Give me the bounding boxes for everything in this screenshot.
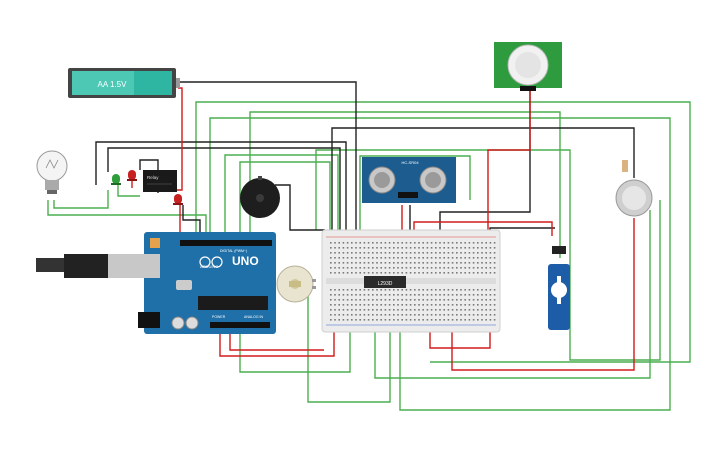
ultrasonic-sensor[interactable]: HC-SR04 — [362, 157, 456, 203]
wire-black[interactable] — [107, 147, 341, 230]
arduino-uno[interactable]: UNO ARDUINO DIGITAL (PWM~) POWER ANALOG … — [36, 232, 276, 334]
wire-red[interactable] — [413, 221, 553, 236]
led-green[interactable] — [111, 174, 121, 185]
wire-green[interactable] — [47, 200, 207, 232]
led-red-2[interactable] — [173, 194, 183, 205]
gas-sensor[interactable] — [615, 160, 653, 217]
wire-black[interactable] — [275, 184, 325, 231]
wire-red[interactable] — [229, 332, 324, 351]
wire-green[interactable] — [209, 117, 671, 411]
wire-red[interactable] — [429, 325, 491, 349]
breadboard-holes — [330, 242, 496, 321]
wire-green[interactable] — [315, 149, 661, 361]
light-bulb-icon[interactable] — [36, 150, 68, 194]
wire-green[interactable] — [374, 210, 651, 379]
ultrasonic-label: HC-SR04 — [401, 160, 419, 165]
buzzer[interactable] — [240, 176, 280, 218]
relay-label: Relay — [147, 175, 159, 180]
battery-label: AA 1.5V — [98, 80, 128, 89]
arduino-model: ARDUINO — [200, 264, 218, 269]
wire-green[interactable] — [117, 185, 140, 197]
wire-green[interactable] — [195, 101, 691, 363]
arduino-digital-label: DIGITAL (PWM~) — [220, 249, 247, 253]
arduino-analog-label: ANALOG IN — [244, 315, 264, 319]
wire-black[interactable] — [178, 81, 357, 230]
ic-label: L293D — [378, 281, 393, 287]
arduino-brand: UNO — [232, 254, 259, 268]
wire-black[interactable] — [95, 141, 347, 230]
wire-green[interactable] — [224, 154, 339, 232]
relay[interactable]: Relay — [143, 170, 177, 192]
battery[interactable]: AA 1.5V — [68, 68, 180, 98]
dc-motor[interactable] — [276, 265, 316, 303]
wire-black[interactable] — [182, 205, 201, 232]
wire-red[interactable] — [487, 90, 531, 230]
led-red[interactable] — [127, 170, 137, 181]
wire-green[interactable] — [249, 111, 561, 258]
wire-red[interactable] — [219, 325, 335, 357]
pir-sensor[interactable] — [494, 42, 562, 91]
ic-chip[interactable]: L293D — [364, 276, 406, 288]
wire-red[interactable] — [451, 218, 635, 371]
arduino-power-label: POWER — [212, 315, 226, 319]
wire-green[interactable] — [307, 290, 391, 403]
wire-black[interactable] — [331, 127, 635, 230]
wire-green[interactable] — [359, 155, 471, 230]
wire-green[interactable] — [239, 330, 351, 373]
breadboard[interactable] — [321, 229, 501, 333]
wire-green[interactable] — [239, 161, 331, 232]
wire-green[interactable] — [53, 190, 109, 209]
wire-black[interactable] — [439, 90, 531, 230]
servo-motor[interactable] — [548, 246, 570, 330]
